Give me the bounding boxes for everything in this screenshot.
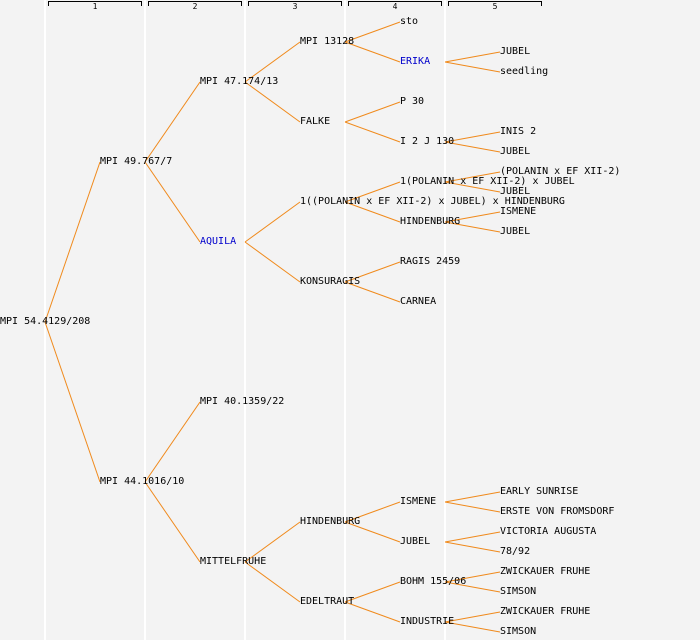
pedigree-node: JUBEL [500,46,531,57]
pedigree-edge [444,571,501,583]
generation-label: 4 [392,2,398,11]
pedigree-node: HINDENBURG [300,516,361,527]
pedigree-node: MPI 13128 [300,36,355,47]
pedigree-edge [244,561,301,603]
column-divider [44,0,46,640]
pedigree-edge [344,21,401,43]
pedigree-edge [444,211,501,223]
pedigree-edge [444,531,501,543]
generation-bracket [448,1,542,6]
pedigree-node: HINDENBURG [400,216,461,227]
pedigree-edge [444,141,501,153]
pedigree-edge [444,581,501,593]
pedigree-node: JUBEL [500,226,531,237]
pedigree-node: MITTELFRUHE [200,556,267,567]
pedigree-edge [444,61,501,73]
pedigree-node: SIMSON [500,586,537,597]
column-divider [444,0,446,640]
column-divider [144,0,146,640]
pedigree-node: JUBEL [400,536,431,547]
generation-label: 1 [92,2,98,11]
pedigree-node: ERSTE VON FROMSDORF [500,506,615,517]
column-divider [244,0,246,640]
pedigree-edge [144,401,201,483]
pedigree-edge [344,121,401,143]
pedigree-edge [444,181,501,193]
pedigree-node: JUBEL [500,186,531,197]
pedigree-node: INIS 2 [500,126,537,137]
pedigree-edge [144,481,201,563]
pedigree-node: (POLANIN x EF XII-2) [500,166,621,177]
pedigree-node[interactable]: ERIKA [400,56,431,67]
pedigree-node: P 30 [400,96,425,107]
pedigree-node: VICTORIA AUGUSTA [500,526,597,537]
pedigree-edge [244,201,301,243]
pedigree-edge [344,201,401,223]
pedigree-edge [444,491,501,503]
pedigree-node: MPI 44.1016/10 [100,476,185,487]
pedigree-node: RAGIS 2459 [400,256,461,267]
pedigree-node: SIMSON [500,626,537,637]
pedigree-edge [444,501,501,513]
pedigree-edge [344,601,401,623]
pedigree-node[interactable]: AQUILA [200,236,237,247]
pedigree-node: ISMENE [400,496,437,507]
generation-bracket [148,1,242,6]
pedigree-edge [344,521,401,543]
pedigree-node: FALKE [300,116,331,127]
generation-label: 5 [492,2,498,11]
pedigree-node: JUBEL [500,146,531,157]
pedigree-edge [444,131,501,143]
pedigree-node: BOHM 155/06 [400,576,467,587]
pedigree-node: 1((POLANIN x EF XII-2) x JUBEL) x HINDEN… [300,196,565,207]
pedigree-edge [244,81,301,123]
pedigree-node: ZWICKAUER FRUHE [500,566,591,577]
pedigree-node: KONSURAGIS [300,276,361,287]
pedigree-node: EDELTRAUT [300,596,355,607]
pedigree-edge [444,611,501,623]
generation-bracket [248,1,342,6]
pedigree-edge [244,241,301,283]
column-divider [344,0,346,640]
pedigree-node: INDUSTRIE [400,616,455,627]
pedigree-edge [444,621,501,633]
pedigree-edge [144,81,201,163]
pedigree-node: CARNEA [400,296,437,307]
pedigree-node: 78/92 [500,546,531,557]
pedigree-node: sto [400,16,419,27]
pedigree-edge [244,521,301,563]
pedigree-edge [244,41,301,83]
pedigree-node: ZWICKAUER FRUHE [500,606,591,617]
pedigree-edge [44,321,101,483]
pedigree-node: I 2 J 130 [400,136,455,147]
pedigree-node: MPI 54.4129/208 [0,316,91,327]
pedigree-edge [444,221,501,233]
pedigree-edge [344,181,401,203]
pedigree-node: ISMENE [500,206,537,217]
pedigree-edge [344,581,401,603]
pedigree-edge [344,101,401,123]
pedigree-edge [444,171,501,183]
pedigree-edge [344,281,401,303]
pedigree-node: 1(POLANIN x EF XII-2) x JUBEL [400,176,575,187]
pedigree-edge [444,541,501,553]
generation-bracket [48,1,142,6]
pedigree-node: MPI 47.174/13 [200,76,279,87]
pedigree-edge [144,161,201,243]
generation-label: 2 [192,2,198,11]
pedigree-edge [344,41,401,63]
pedigree-edge [344,501,401,523]
pedigree-node: EARLY SUNRISE [500,486,579,497]
pedigree-node: MPI 40.1359/22 [200,396,285,407]
generation-bracket [348,1,442,6]
pedigree-edge [344,261,401,283]
generation-label: 3 [292,2,298,11]
pedigree-edge [44,161,101,323]
pedigree-node: seedling [500,66,549,77]
pedigree-edge [444,51,501,63]
pedigree-node: MPI 49.767/7 [100,156,173,167]
